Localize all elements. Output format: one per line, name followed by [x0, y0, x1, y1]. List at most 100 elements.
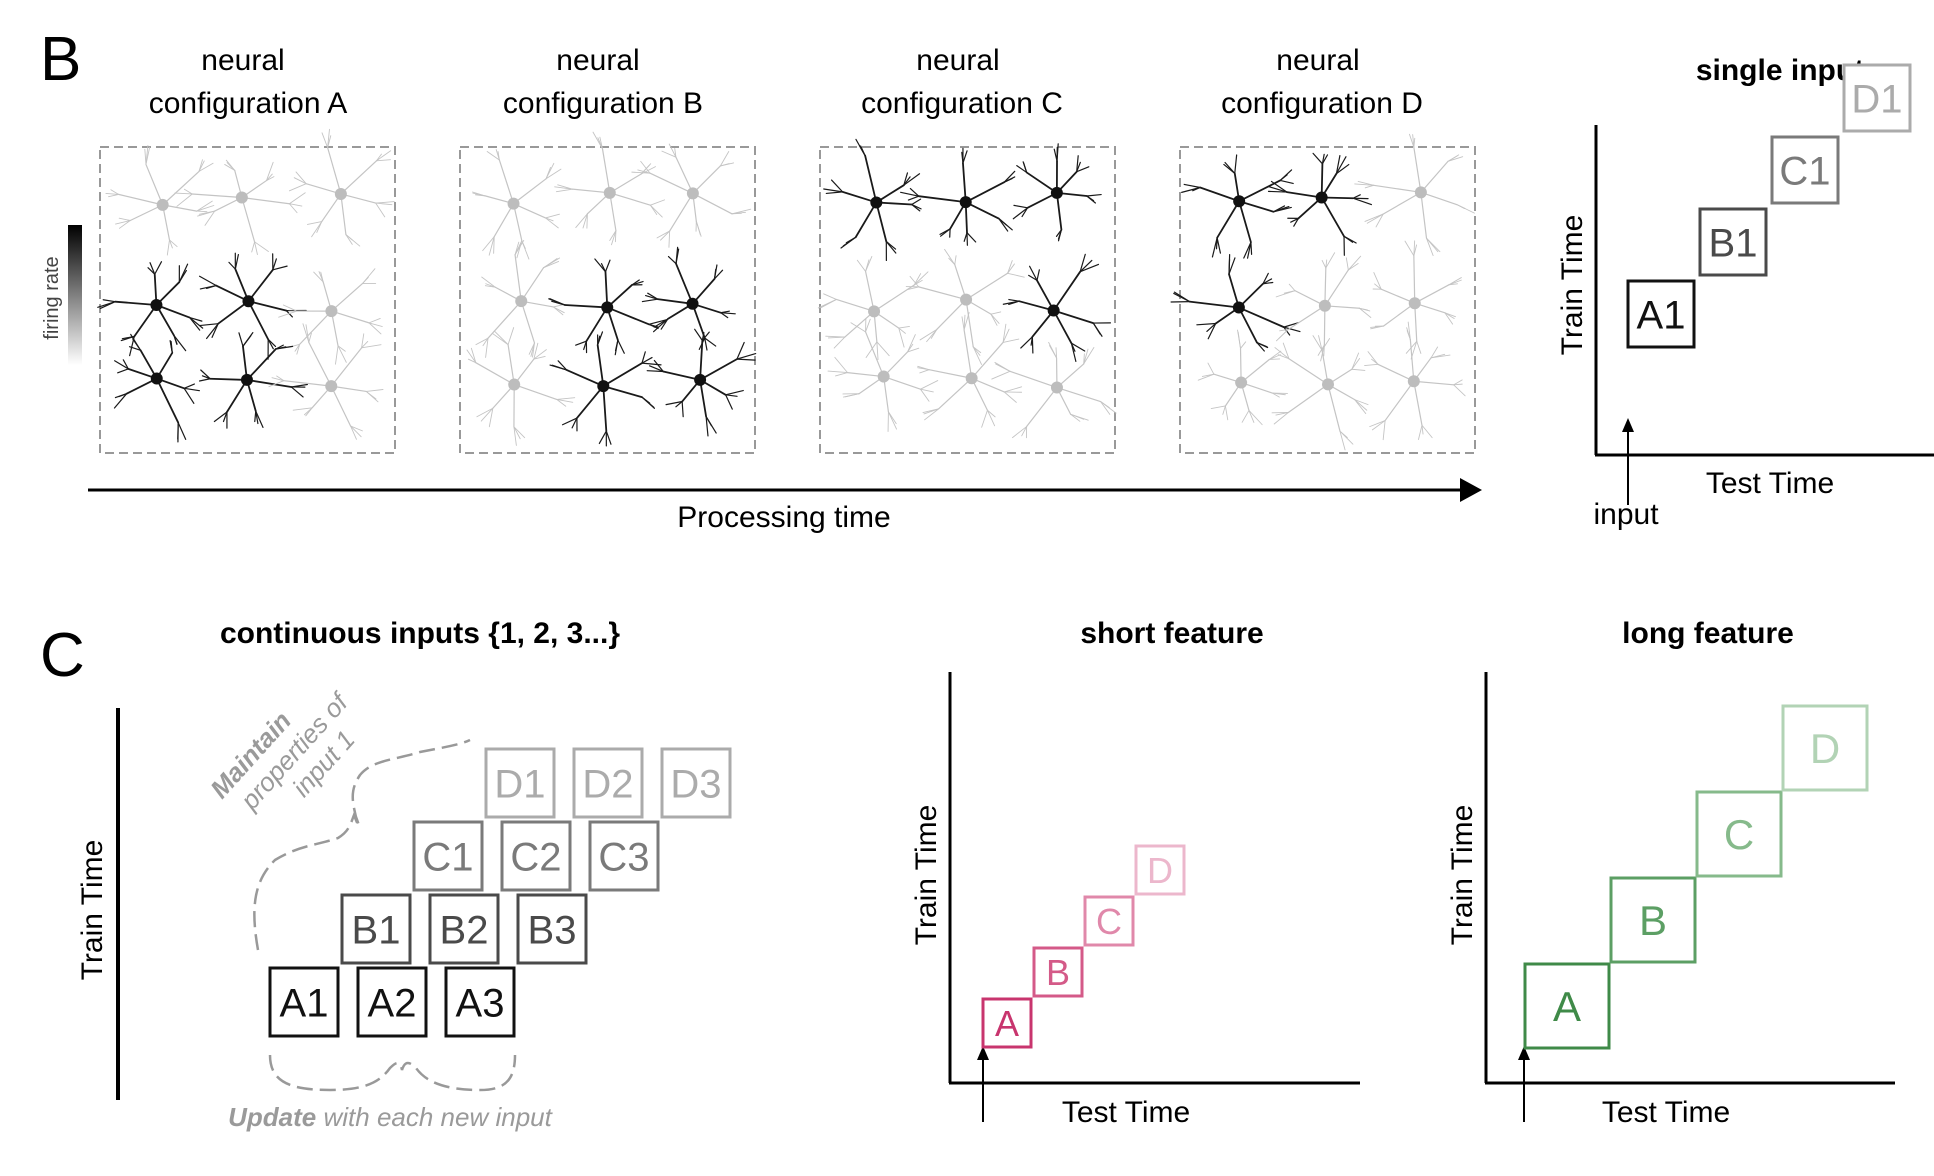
- single-box-a1-label: A1: [1637, 293, 1686, 337]
- panel-c: C continuous inputs {1, 2, 3...} Train T…: [40, 617, 1895, 1132]
- continuous-y-label: Train Time: [76, 840, 109, 981]
- short-feature-box-a: A: [981, 997, 1033, 1049]
- short-feature-x-label: Test Time: [1062, 1096, 1190, 1129]
- neuron: [472, 149, 562, 260]
- panel-b-letter: B: [40, 25, 81, 94]
- long-feature-x-label: Test Time: [1602, 1096, 1730, 1129]
- grid-box-a1-label: A1: [280, 981, 329, 1025]
- neuron: [198, 252, 307, 360]
- config-b-title-line1: neural: [556, 44, 639, 77]
- single-box-a1-frame: [1626, 279, 1696, 349]
- neuron: [548, 258, 667, 356]
- grid-box-c3-frame: [588, 820, 660, 892]
- neuron: [1170, 254, 1301, 352]
- long-feature-box-b-frame: [1609, 876, 1697, 964]
- neuron: [113, 333, 201, 443]
- neuron: [1267, 152, 1373, 256]
- network-config-d: [1170, 133, 1476, 454]
- long-feature-arrowhead: [1518, 1046, 1530, 1060]
- neuron: [900, 147, 1016, 246]
- neuron: [905, 248, 1025, 365]
- single-box-b1: B1: [1698, 207, 1768, 277]
- grid-box-c2-frame: [500, 820, 572, 892]
- grid-box-c2-label: C2: [510, 835, 561, 879]
- panel-b: B neural configuration A neural configur…: [40, 25, 1934, 534]
- single-input-y-label: Train Time: [1556, 215, 1589, 356]
- short-feature-box-c: C: [1083, 895, 1135, 947]
- single-box-c1: C1: [1770, 135, 1840, 205]
- neuron: [1275, 252, 1372, 362]
- network-config-c: [817, 138, 1117, 454]
- neuron: [991, 341, 1117, 439]
- grid-box-d1-label: D1: [494, 762, 545, 806]
- config-b-title-line2: configuration B: [503, 87, 703, 120]
- config-c-title-line2: configuration C: [861, 87, 1063, 120]
- neuron: [105, 145, 215, 256]
- single-input-arrow-label: input: [1593, 498, 1659, 531]
- long-feature-box-a-label: A: [1553, 983, 1581, 1030]
- grid-box-b1: B1: [340, 893, 412, 965]
- neuron: [1197, 329, 1288, 426]
- processing-time-label: Processing time: [677, 501, 890, 534]
- neuron: [174, 159, 306, 255]
- short-feature-box-c-label: C: [1096, 901, 1122, 942]
- short-feature-box-c-frame: [1083, 895, 1135, 947]
- grid-box-c3: C3: [588, 820, 660, 892]
- grid-box-a3-label: A3: [456, 981, 505, 1025]
- firing-rate-colorbar: firing rate: [41, 225, 82, 365]
- neuron: [641, 246, 736, 351]
- grid-box-a2-frame: [356, 966, 428, 1038]
- grid-box-c1-frame: [412, 820, 484, 892]
- maintain-brace: [253, 738, 471, 951]
- grid-box-d2-label: D2: [582, 762, 633, 806]
- update-brace: [268, 1054, 517, 1092]
- grid-box-d2-frame: [572, 747, 644, 819]
- processing-time-axis: Processing time: [88, 478, 1482, 534]
- short-feature-box-a-frame: [981, 997, 1033, 1049]
- grid-box-a3: A3: [444, 966, 516, 1038]
- long-feature-box-c-label: C: [1724, 811, 1754, 858]
- single-input-title: single input: [1696, 54, 1864, 87]
- neuron: [1271, 335, 1369, 451]
- long-feature-box-d-frame: [1781, 704, 1869, 792]
- long-feature-y-label: Train Time: [1446, 805, 1479, 946]
- single-box-d1: D1: [1842, 63, 1912, 133]
- long-feature-box-a-frame: [1523, 962, 1611, 1050]
- short-feature-box-b-label: B: [1046, 952, 1070, 993]
- grid-box-b2-frame: [428, 893, 500, 965]
- grid-box-b3-frame: [516, 893, 588, 965]
- single-input-arrowhead: [1622, 418, 1634, 432]
- neuron: [1012, 143, 1102, 242]
- neuron: [1370, 240, 1462, 360]
- long-feature-box-b: B: [1609, 876, 1697, 964]
- neuron: [1181, 154, 1294, 259]
- short-feature-box-d: D: [1134, 844, 1186, 896]
- neuron: [288, 128, 395, 247]
- processing-time-arrowhead: [1460, 478, 1482, 502]
- grid-box-b3-label: B3: [528, 908, 577, 952]
- network-config-a: [97, 128, 396, 454]
- neuron: [198, 332, 308, 429]
- neuron: [817, 255, 929, 361]
- short-feature-y-label: Train Time: [910, 805, 943, 946]
- maintain-annotation: Maintain properties of input 1: [204, 686, 361, 816]
- colorbar-label: firing rate: [41, 256, 63, 339]
- single-box-d1-frame: [1842, 63, 1912, 133]
- neuron: [827, 318, 939, 432]
- neuron: [268, 323, 384, 440]
- grid-box-c3-label: C3: [598, 835, 649, 879]
- short-feature-box-d-label: D: [1147, 850, 1173, 891]
- neuron: [278, 268, 383, 365]
- config-d-title-line1: neural: [1276, 44, 1359, 77]
- config-c-title-line1: neural: [916, 44, 999, 77]
- grid-box-d3: D3: [660, 747, 732, 819]
- grid-box-b2: B2: [428, 893, 500, 965]
- short-feature-box-a-label: A: [995, 1003, 1019, 1044]
- short-feature-box-d-frame: [1134, 844, 1186, 896]
- grid-box-a1-frame: [268, 966, 340, 1038]
- long-feature-box-b-label: B: [1639, 897, 1667, 944]
- grid-box-b1-frame: [340, 893, 412, 965]
